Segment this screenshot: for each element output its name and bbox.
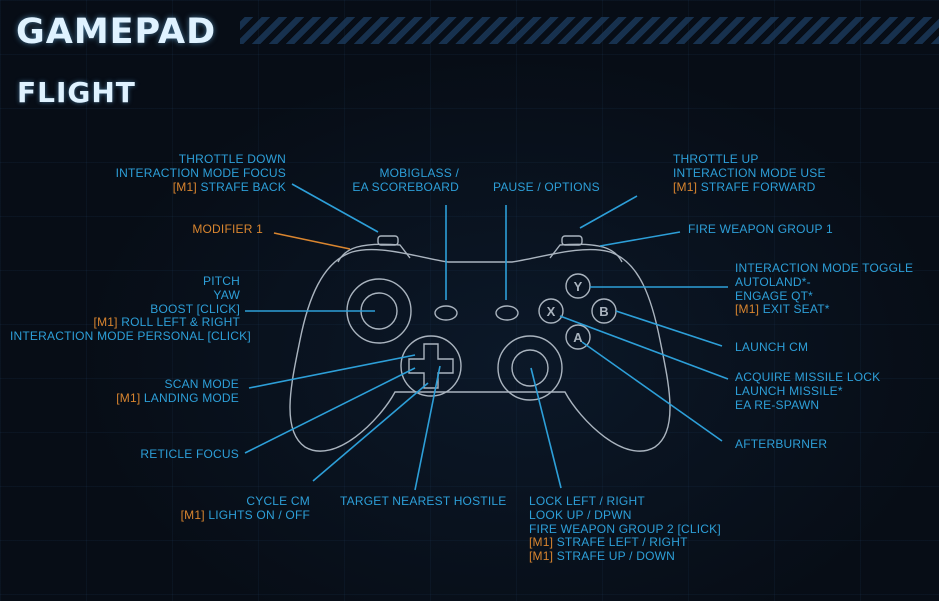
callout-x <box>559 315 729 380</box>
rs-line5: STRAFE UP / DOWN <box>556 549 676 564</box>
x-line3: EA RE-SPAWN <box>735 397 820 412</box>
callout-dpad-down <box>312 382 429 482</box>
callout-dpad-up <box>248 354 416 389</box>
right-bumper-outline <box>549 243 623 263</box>
left-bumper-outline <box>337 243 411 263</box>
section-title: FLIGHT <box>17 76 136 109</box>
rs-modifier-tag-2: [M1] <box>529 549 554 564</box>
ls-line3: BOOST [CLICK] <box>150 301 240 316</box>
left-trigger-outline <box>377 235 399 246</box>
lt-line1: THROTTLE DOWN <box>178 152 286 166</box>
back-line2: EA SCOREBOARD <box>352 179 459 194</box>
rs-line1: LOCK LEFT / RIGHT <box>529 494 645 508</box>
label-dpad-down: CYCLE CM [M1] LIGHTS ON / OFF <box>170 494 310 523</box>
label-left-trigger: THROTTLE DOWN INTERACTION MODE FOCUS [M1… <box>110 152 286 194</box>
label-dpad-left: RETICLE FOCUS <box>140 447 239 461</box>
label-start-button: PAUSE / OPTIONS <box>493 180 600 194</box>
a-button-outline <box>565 324 591 350</box>
rt-line1: THROTTLE UP <box>673 152 759 166</box>
dpad-cross <box>408 343 454 389</box>
lt-modifier-tag: [M1] <box>172 179 197 194</box>
title-stripe <box>240 17 939 44</box>
callout-dpad-right <box>414 365 441 491</box>
label-a-button: AFTERBURNER <box>735 437 828 451</box>
controller-body-outline <box>289 248 671 452</box>
x-line1: ACQUIRE MISSILE LOCK <box>735 370 881 384</box>
page-title: GAMEPAD <box>16 12 217 52</box>
x-button-outline <box>538 298 564 324</box>
label-x-button: ACQUIRE MISSILE LOCK LAUNCH MISSILE* EA … <box>735 370 881 412</box>
rt-modifier-tag: [M1] <box>673 179 698 194</box>
ls-line2: YAW <box>213 287 240 302</box>
callout-lb <box>273 232 351 250</box>
label-left-bumper: MODIFIER 1 <box>192 222 263 236</box>
y-button-glyph: Y <box>574 279 583 294</box>
dpad-ring <box>400 335 462 397</box>
callout-a <box>581 341 723 442</box>
label-y-button: INTERACTION MODE TOGGLE AUTOLAND*- ENGAG… <box>735 261 914 317</box>
back-line1: MOBIGLASS / <box>379 166 459 180</box>
y-modifier-tag: [M1] <box>735 302 760 317</box>
right-stick-ring <box>497 335 563 401</box>
label-b-button: LAUNCH CM <box>735 340 809 354</box>
y-line4: EXIT SEAT* <box>762 302 830 317</box>
label-right-bumper: FIRE WEAPON GROUP 1 <box>688 222 833 236</box>
rt-line2: INTERACTION MODE USE <box>673 165 826 180</box>
label-right-trigger: THROTTLE UP INTERACTION MODE USE [M1] ST… <box>673 152 826 194</box>
back-button-outline <box>434 305 458 321</box>
right-trigger-outline <box>561 235 583 246</box>
ls-line1: PITCH <box>203 274 240 288</box>
ls-line5: INTERACTION MODE PERSONAL [CLICK] <box>10 329 251 344</box>
a-button-glyph: A <box>573 330 583 345</box>
callout-rs <box>530 367 562 489</box>
callout-lt <box>291 183 379 233</box>
x-line2: LAUNCH MISSILE* <box>735 383 843 398</box>
y-button-outline <box>565 273 591 299</box>
dpad-up-line1: SCAN MODE <box>164 377 239 391</box>
rs-line2: LOOK UP / DPWN <box>529 507 632 522</box>
rs-line3: FIRE WEAPON GROUP 2 [CLICK] <box>529 521 721 536</box>
dpad-up-modifier-tag: [M1] <box>116 390 141 405</box>
dpad-up-line2: LANDING MODE <box>143 390 239 405</box>
rs-modifier-tag-1: [M1] <box>529 535 554 550</box>
y-line1: INTERACTION MODE TOGGLE <box>735 261 914 275</box>
y-line3: ENGAGE QT* <box>735 288 814 303</box>
ls-line4: ROLL LEFT & RIGHT <box>121 315 240 330</box>
label-dpad-up: SCAN MODE [M1] LANDING MODE <box>110 377 239 406</box>
callout-dpad-left <box>244 367 416 454</box>
dpad-down-line1: CYCLE CM <box>246 494 310 508</box>
label-dpad-right: TARGET NEAREST HOSTILE <box>340 494 507 508</box>
callout-rb <box>599 231 681 247</box>
right-stick-cap <box>511 349 549 387</box>
lt-line2: INTERACTION MODE FOCUS <box>115 165 286 180</box>
rs-line4: STRAFE LEFT / RIGHT <box>556 535 688 550</box>
label-left-stick: PITCH YAW BOOST [CLICK] [M1] ROLL LEFT &… <box>10 274 251 344</box>
b-button-glyph: B <box>599 304 608 319</box>
ls-modifier-tag: [M1] <box>93 315 118 330</box>
start-button-outline <box>495 305 519 321</box>
x-button-glyph: X <box>547 304 556 319</box>
y-line2: AUTOLAND*- <box>735 274 811 289</box>
callout-b <box>615 310 723 347</box>
label-right-stick: LOCK LEFT / RIGHT LOOK UP / DPWN FIRE WE… <box>529 494 721 564</box>
rt-line3: STRAFE FORWARD <box>700 179 816 194</box>
dpad-down-line2: LIGHTS ON / OFF <box>208 507 310 522</box>
dpad-down-modifier-tag: [M1] <box>180 507 205 522</box>
callout-rt <box>579 195 638 229</box>
lt-line3: STRAFE BACK <box>200 179 286 194</box>
label-back-button: MOBIGLASS / EA SCOREBOARD <box>340 166 459 195</box>
